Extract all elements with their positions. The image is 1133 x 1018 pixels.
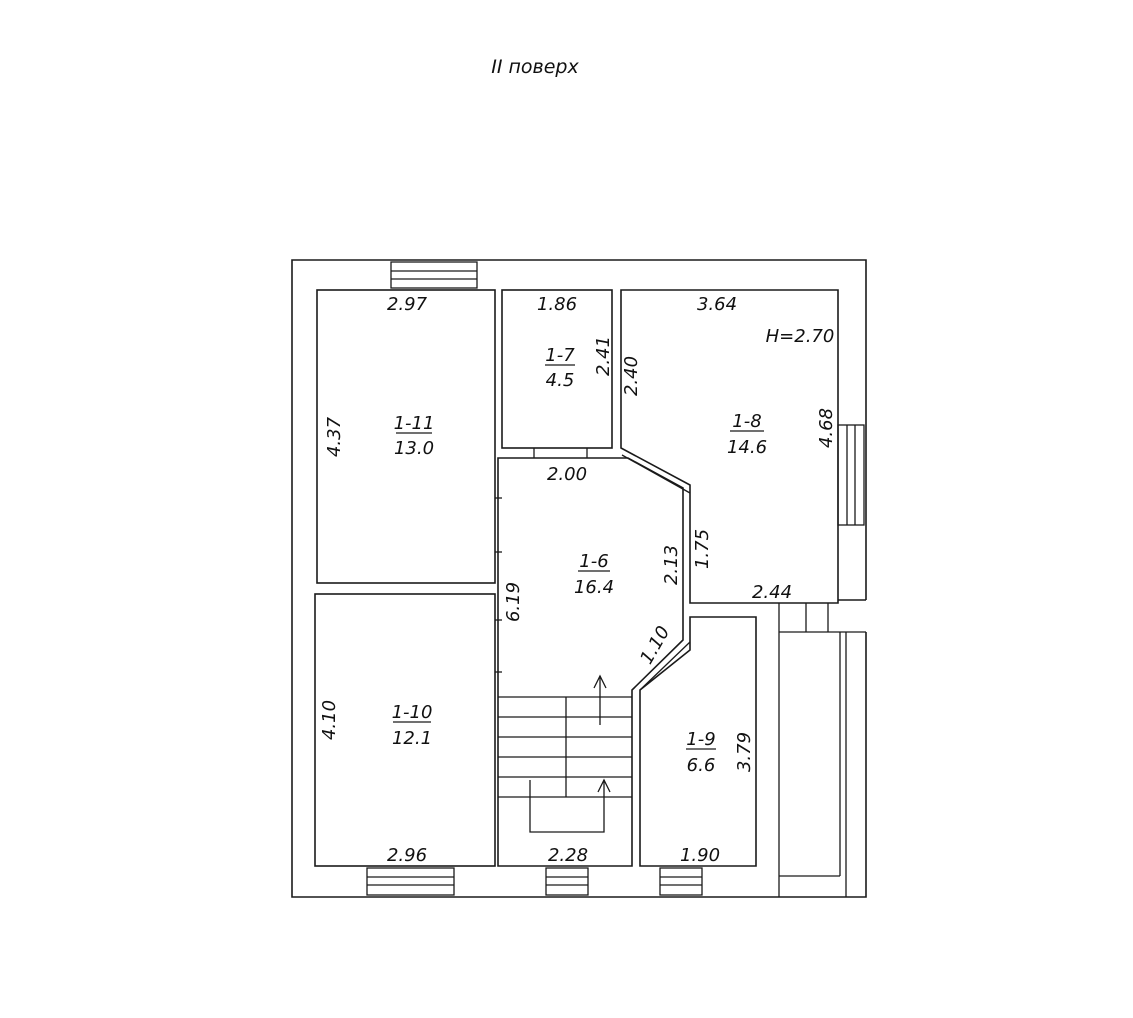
room-1-10-outline: [314, 593, 496, 867]
staircase: [498, 674, 632, 833]
room-area: 13.0: [394, 438, 434, 459]
dim-r8-side: 4.68: [816, 408, 837, 448]
wall-diagonal-bottom: [639, 641, 691, 691]
dim-r6-diag2: 1.10: [636, 623, 674, 668]
window-bottom-middle: [545, 867, 589, 896]
room-1-9-outline: [639, 616, 757, 867]
door-marks: [495, 448, 588, 673]
room-area: 12.1: [392, 728, 432, 749]
window-right: [837, 424, 865, 526]
dim-r11-side: 4.37: [324, 416, 345, 457]
floor-title: II поверх: [491, 56, 579, 78]
room-1-11-outline: [316, 289, 496, 584]
room-1-8-outline: [620, 289, 839, 604]
wall-diagonal-top: [621, 454, 691, 494]
annex: [778, 603, 847, 897]
dim-r9-bottom: 1.90: [680, 845, 720, 866]
room-id: 1-6: [579, 551, 608, 572]
room-area: 4.5: [546, 370, 575, 391]
dim-r9-side: 3.79: [734, 732, 755, 772]
dim-r8-top: 3.64: [697, 294, 737, 315]
room-id: 1-8: [732, 411, 761, 432]
window-bottom-left: [366, 867, 455, 896]
room-label-1-7: 1-7 4.5: [545, 345, 575, 391]
dim-r7-top: 1.86: [537, 294, 577, 315]
room-label-1-11: 1-11 13.0: [394, 413, 435, 459]
room-id: 1-7: [545, 345, 575, 366]
dim-r10-side: 4.10: [319, 700, 340, 740]
dim-r8-inner: 1.75: [692, 529, 713, 569]
dim-r6-top: 2.00: [547, 464, 587, 485]
room-label-1-10: 1-10 12.1: [392, 702, 433, 749]
window-top: [390, 261, 478, 289]
dim-r10-bottom: 2.96: [387, 845, 427, 866]
ceiling-height-note: H=2.70: [766, 326, 835, 347]
window-bottom-right: [659, 867, 703, 896]
dim-r6-side: 6.19: [503, 582, 524, 622]
room-area: 14.6: [727, 437, 767, 458]
room-id: 1-10: [392, 702, 433, 723]
room-label-1-9: 1-9 6.6: [686, 729, 716, 776]
room-1-7-outline: [501, 289, 613, 449]
room-id: 1-11: [394, 413, 435, 434]
room-id: 1-9: [686, 729, 715, 750]
room-area: 16.4: [574, 577, 614, 598]
dim-r8-left: 2.40: [621, 356, 642, 396]
dim-r11-top: 2.97: [387, 294, 428, 315]
room-label-1-6: 1-6 16.4: [574, 551, 614, 598]
room-area: 6.6: [687, 755, 716, 776]
dim-r8-bottom: 2.44: [752, 582, 792, 603]
exterior-walls: [291, 259, 867, 898]
dim-r7-side: 2.41: [593, 336, 614, 376]
dim-r6-bottom: 2.28: [548, 845, 588, 866]
room-label-1-8: 1-8 14.6: [727, 411, 767, 458]
dim-r6-diag: 2.13: [661, 545, 682, 585]
